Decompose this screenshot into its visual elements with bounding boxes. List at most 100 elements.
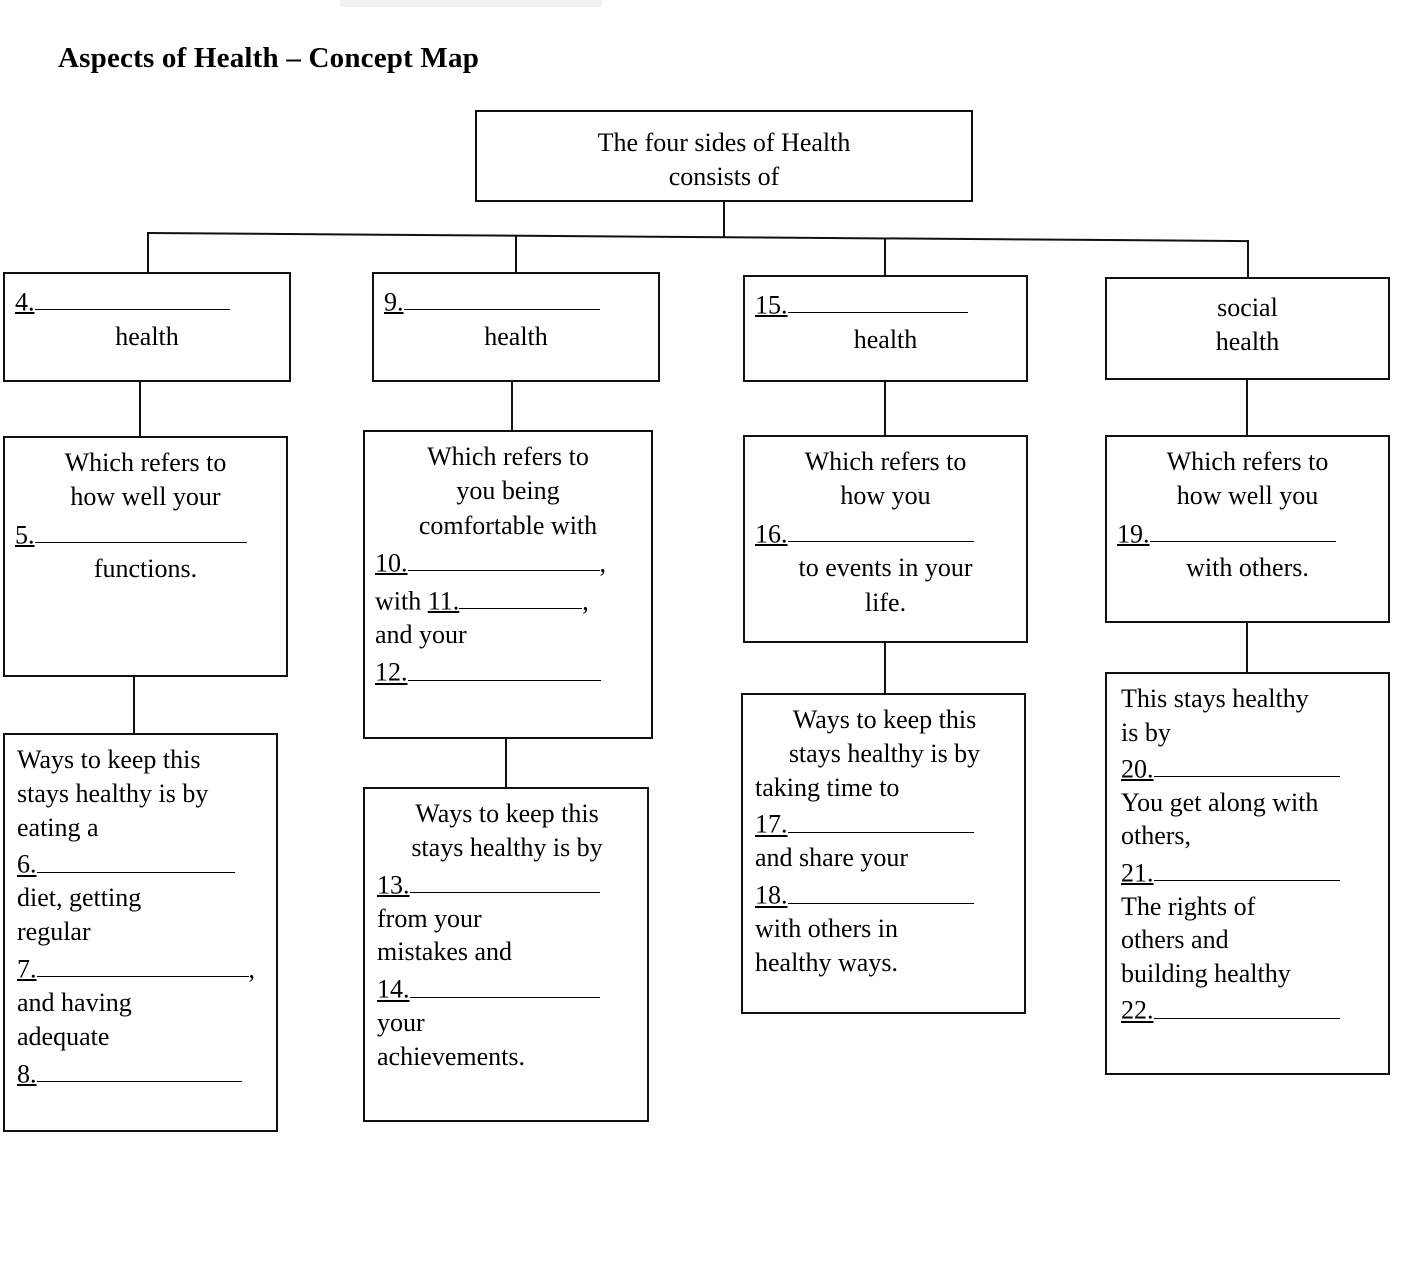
habits-line: Ways to keep this bbox=[415, 799, 599, 828]
habits-line: regular bbox=[17, 917, 91, 947]
definition-line: life. bbox=[864, 587, 907, 617]
habits-line: adequate bbox=[17, 1021, 110, 1051]
habits-trailing-7: , bbox=[248, 954, 256, 984]
category-word-column-1: health bbox=[115, 321, 179, 351]
category-blank-column-2[interactable] bbox=[403, 282, 600, 311]
habits-blank-21[interactable] bbox=[1153, 853, 1340, 882]
definition-number-10: 10. bbox=[375, 548, 408, 578]
page-title: Aspects of Health – Concept Map bbox=[58, 42, 480, 74]
definition-blank-19[interactable] bbox=[1149, 514, 1336, 542]
connector-def-to-habits-column-3 bbox=[884, 643, 886, 693]
definition-line: how well you bbox=[1176, 481, 1319, 511]
top-gray-artifact bbox=[340, 0, 602, 7]
category-number-column-3: 15. bbox=[755, 290, 788, 320]
habits-number-13: 13. bbox=[377, 869, 410, 899]
habits-box-column-4: This stays healthy is by 20. You get alo… bbox=[1105, 672, 1390, 1075]
root-box-line-2: consists of bbox=[668, 162, 780, 192]
definition-prefix-11: with bbox=[375, 585, 428, 615]
category-word-column-4-line-1: social bbox=[1217, 293, 1278, 322]
habits-blank-14[interactable] bbox=[409, 969, 600, 998]
definition-line: with others. bbox=[1186, 553, 1309, 583]
habits-number-22: 22. bbox=[1121, 995, 1154, 1025]
habits-blank-8[interactable] bbox=[36, 1054, 242, 1083]
habits-line: building healthy bbox=[1121, 958, 1291, 988]
habits-number-21: 21. bbox=[1121, 858, 1154, 888]
habits-blank-row: 6. bbox=[17, 844, 266, 881]
habits-line: and having bbox=[17, 988, 132, 1018]
habits-line: You get along with bbox=[1121, 787, 1319, 817]
definition-box-column-1: Which refers to how well your 5. functio… bbox=[3, 436, 288, 677]
connector-def-to-habits-column-4 bbox=[1246, 623, 1248, 672]
definition-line: Which refers to bbox=[64, 448, 227, 477]
habits-number-7: 7. bbox=[17, 954, 37, 984]
habits-blank-13[interactable] bbox=[409, 865, 600, 893]
definition-line: functions. bbox=[93, 554, 198, 584]
definition-number-5: 5. bbox=[15, 519, 35, 549]
root-box-line-1: The four sides of Health bbox=[597, 128, 851, 157]
definition-line: you being bbox=[456, 476, 560, 506]
category-blank-column-1[interactable] bbox=[34, 282, 230, 311]
definition-blank-row: 16. bbox=[755, 514, 1016, 552]
habits-line: is by bbox=[1121, 717, 1171, 747]
connector-cat-to-def-column-1 bbox=[139, 382, 141, 436]
category-box-column-1: 4. health bbox=[3, 272, 291, 382]
habits-box-column-2: Ways to keep this stays healthy is by 13… bbox=[363, 787, 649, 1122]
habits-line: from your bbox=[377, 903, 482, 933]
habits-line: with others in bbox=[755, 914, 898, 944]
connector-cat-to-def-column-3 bbox=[884, 382, 886, 435]
category-number-column-1: 4. bbox=[15, 287, 35, 317]
definition-line: how you bbox=[840, 481, 931, 511]
definition-trailing-11: , bbox=[582, 585, 589, 615]
category-blank-column-3[interactable] bbox=[787, 285, 968, 314]
habits-line: diet, getting bbox=[17, 883, 142, 913]
habits-blank-17[interactable] bbox=[787, 804, 974, 833]
habits-line: your bbox=[377, 1008, 425, 1038]
habits-number-18: 18. bbox=[755, 880, 788, 910]
connector-cat-to-def-column-2 bbox=[511, 382, 513, 430]
habits-line: eating a bbox=[17, 812, 99, 842]
habits-line: others and bbox=[1121, 925, 1229, 955]
definition-line: how well your bbox=[70, 482, 221, 512]
connector-drop-column-2 bbox=[515, 235, 517, 272]
definition-box-column-3: Which refers to how you 16. to events in… bbox=[743, 435, 1028, 643]
category-word-column-4-line-2: health bbox=[1215, 327, 1280, 357]
category-blank-row-column-2: 9. bbox=[384, 282, 648, 320]
connector-def-to-habits-column-2 bbox=[505, 739, 507, 787]
habits-blank-row: 7., bbox=[17, 949, 266, 986]
definition-blank-row: 12. bbox=[375, 652, 641, 690]
category-blank-row-column-1: 4. bbox=[15, 282, 279, 320]
definition-trailing-10: , bbox=[599, 548, 607, 578]
connector-def-to-habits-column-1 bbox=[133, 677, 135, 733]
definition-line: Which refers to bbox=[427, 442, 589, 471]
habits-blank-7[interactable] bbox=[36, 949, 249, 978]
definition-blank-16[interactable] bbox=[787, 514, 974, 542]
habits-line: mistakes and bbox=[377, 937, 513, 967]
habits-blank-row: 8. bbox=[17, 1054, 266, 1091]
connector-drop-column-3 bbox=[884, 238, 886, 275]
root-box: The four sides of Health consists of bbox=[475, 110, 973, 202]
definition-line: and your bbox=[375, 620, 467, 650]
habits-blank-22[interactable] bbox=[1153, 990, 1340, 1019]
habits-number-8: 8. bbox=[17, 1059, 37, 1089]
habits-line: Ways to keep this bbox=[17, 745, 201, 774]
definition-number-19: 19. bbox=[1117, 518, 1150, 548]
definition-blank-10[interactable] bbox=[407, 543, 600, 572]
definition-blank-11[interactable] bbox=[459, 581, 583, 609]
definition-number-12: 12. bbox=[375, 657, 408, 687]
habits-blank-18[interactable] bbox=[787, 875, 974, 904]
definition-line: Which refers to bbox=[1166, 447, 1329, 476]
definition-blank-12[interactable] bbox=[407, 652, 601, 681]
habits-blank-20[interactable] bbox=[1153, 749, 1340, 778]
category-number-column-2: 9. bbox=[384, 287, 404, 317]
connector-drop-column-4 bbox=[1247, 240, 1249, 277]
definition-blank-row: 10., bbox=[375, 543, 641, 581]
habits-line: This stays healthy bbox=[1121, 684, 1309, 713]
habits-line: The rights of bbox=[1121, 891, 1256, 921]
definition-blank-row: 5. bbox=[15, 515, 276, 553]
habits-blank-6[interactable] bbox=[36, 844, 235, 873]
habits-line: stays healthy is by bbox=[411, 832, 603, 862]
definition-blank-5[interactable] bbox=[34, 515, 247, 543]
definition-box-column-2: Which refers to you being comfortable wi… bbox=[363, 430, 653, 739]
habits-line: healthy ways. bbox=[755, 948, 898, 978]
